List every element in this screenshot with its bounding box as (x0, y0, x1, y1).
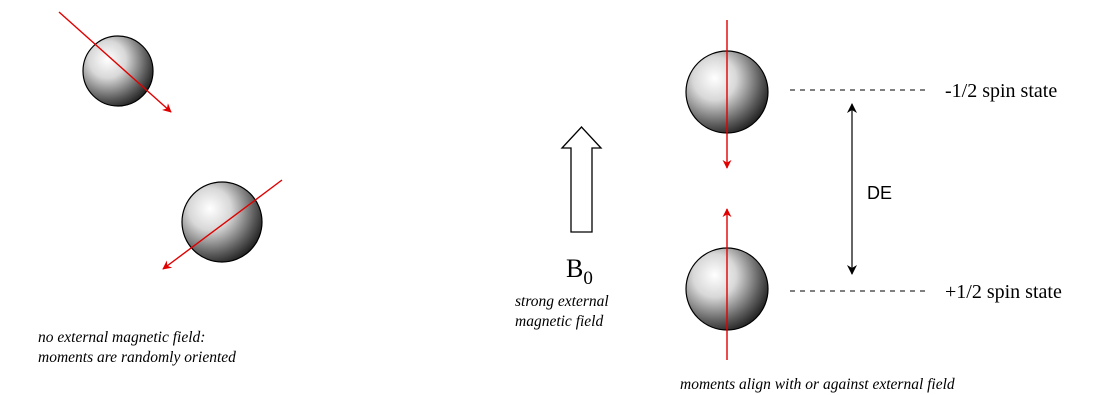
upper-state-label: -1/2 spin state (945, 80, 1057, 102)
nucleus-sphere-icon (83, 36, 153, 106)
left-caption-line-2: moments are randomly oriented (38, 349, 236, 366)
anti-aligned-moment (686, 20, 768, 168)
right-caption: moments align with or against external f… (680, 376, 955, 393)
field-symbol: B0 (566, 254, 593, 289)
random-moment-1 (59, 12, 171, 112)
hollow-up-arrow-icon (562, 127, 601, 232)
nucleus-sphere-icon (182, 182, 262, 262)
field-caption-line-1: strong external (515, 293, 609, 310)
field-caption-line-2: magnetic field (515, 313, 603, 330)
aligned-moment (686, 209, 768, 360)
field-symbol-letter: B (566, 254, 583, 283)
left-caption-line-1: no external magnetic field: (38, 329, 205, 346)
energy-gap-label: DE (867, 183, 892, 203)
lower-state-label: +1/2 spin state (945, 281, 1062, 303)
field-symbol-subscript: 0 (583, 268, 593, 289)
random-moment-2 (163, 180, 282, 269)
